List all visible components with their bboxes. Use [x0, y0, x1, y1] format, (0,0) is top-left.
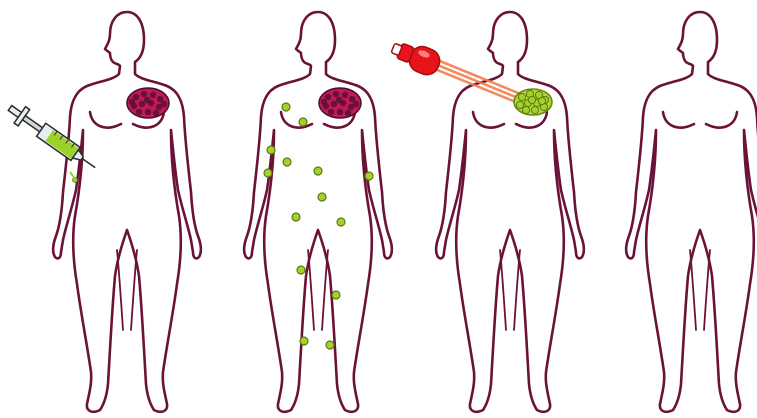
nanoparticle-icon: [282, 103, 290, 111]
tumor-cell: [325, 94, 331, 100]
tumor-cell: [129, 99, 135, 105]
laser-beam: [430, 67, 523, 105]
tumor-cell: [328, 109, 334, 115]
nanoparticle-icon: [299, 118, 307, 126]
laser-beam: [430, 62, 523, 100]
tumor-cell: [336, 97, 342, 103]
nanoparticles-in-body: [264, 103, 373, 349]
nanoparticle-icon: [365, 172, 373, 180]
woman-figure-3: [436, 12, 584, 412]
tumor-cell: [333, 91, 339, 97]
nanoparticle-icon: [297, 266, 305, 274]
tumor-cell: [157, 96, 163, 102]
woman-figure-1: [53, 12, 201, 412]
nanoparticle-icon: [264, 169, 272, 177]
tumor-cell: [337, 109, 343, 115]
tumor-cell: [141, 91, 147, 97]
nanoparticle-icon: [518, 93, 525, 100]
tumor-cell: [321, 99, 327, 105]
nanoparticle-icon: [538, 97, 545, 104]
tumor-cell: [139, 101, 145, 107]
tumor-icon: [319, 88, 361, 118]
tumor-cell: [136, 109, 142, 115]
woman-figure-2: [244, 12, 392, 412]
tumor-cell: [145, 109, 151, 115]
nanoparticle-icon: [516, 101, 523, 108]
tumor-icon: [127, 88, 169, 118]
nanoparticle-icon: [528, 96, 535, 103]
tumor-cell: [153, 110, 159, 116]
nanoparticle-icon: [522, 106, 529, 113]
woman-figure-4: [626, 12, 757, 412]
tumor-cell: [331, 101, 337, 107]
nanoparticle-icon: [267, 146, 275, 154]
tumor-cell: [133, 94, 139, 100]
nanoparticle-icon: [531, 106, 538, 113]
treated-tumor-icon: [514, 89, 552, 115]
nanoparticle-icon: [318, 193, 326, 201]
tumor-cell: [150, 92, 156, 98]
nanoparticle-icon: [314, 167, 322, 175]
nanoparticle-icon: [292, 213, 300, 221]
tumor-cell: [349, 96, 355, 102]
tumor-cell: [144, 97, 150, 103]
laser-beam: [430, 57, 523, 95]
nanoparticle-icon: [326, 341, 334, 349]
nanoparticle-icon: [300, 337, 308, 345]
nanoparticle-icon: [337, 218, 345, 226]
tumor-cell: [345, 110, 351, 116]
nanoparticle-icon: [332, 291, 340, 299]
tumor-cell: [353, 101, 359, 107]
tumor-cell: [161, 101, 167, 107]
syringe-icon: [4, 100, 101, 183]
nanoparticle-icon: [283, 158, 291, 166]
tumor-cell: [342, 92, 348, 98]
